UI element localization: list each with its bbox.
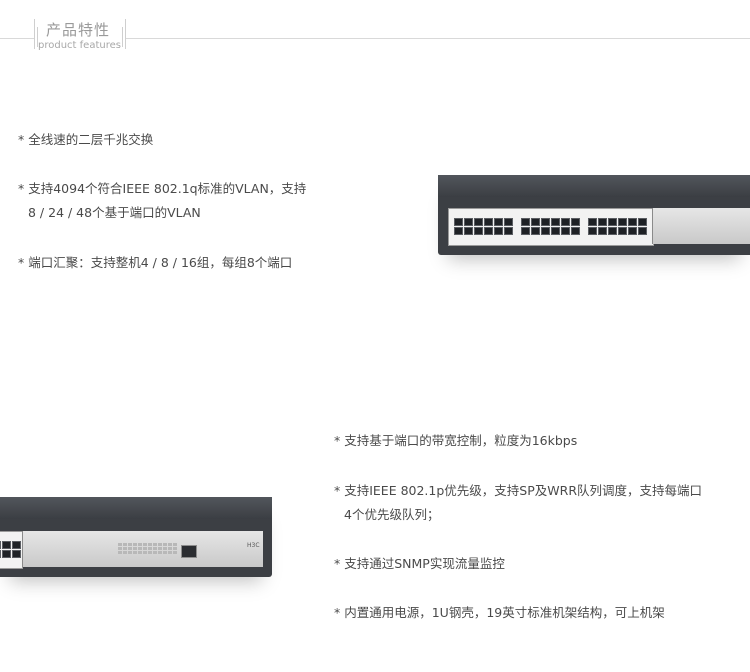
feature-text: * 全线速的二层千兆交换 xyxy=(18,132,154,147)
brand-logo: H3C xyxy=(247,542,260,549)
front-panel: H3C xyxy=(22,531,263,567)
section-title: 产品特性 xyxy=(46,21,111,39)
feature-item: * 支持IEEE 802.1p优先级，支持SP及WRR队列调度，支持每端口 4个… xyxy=(334,479,702,527)
switch-image-bottom: H3C xyxy=(0,497,272,577)
section-header: 产品特性 product features xyxy=(34,19,126,51)
switch-top-cover xyxy=(0,497,272,519)
header-bracket-right xyxy=(122,27,123,47)
feature-text: * 内置通用电源，1U钢壳，19英寸标准机架结构，可上机架 xyxy=(334,605,665,620)
feature-item: * 支持通过SNMP实现流量监控 xyxy=(334,552,505,576)
port-panel xyxy=(448,208,654,246)
feature-text: * 支持基于端口的带宽控制，粒度为16kbps xyxy=(334,433,578,448)
header-divider xyxy=(0,38,750,39)
port-panel xyxy=(0,531,23,569)
feature-text: * 支持通过SNMP实现流量监控 xyxy=(334,556,505,571)
front-panel xyxy=(652,208,750,244)
status-leds xyxy=(118,543,177,554)
feature-text: * 支持4094个符合IEEE 802.1q标准的VLAN，支持 xyxy=(18,181,307,196)
feature-item: * 支持4094个符合IEEE 802.1q标准的VLAN，支持 8 / 24 … xyxy=(18,177,306,225)
feature-text: * 端口汇聚：支持整机4 / 8 / 16组，每组8个端口 xyxy=(18,255,293,270)
feature-item: * 内置通用电源，1U钢壳，19英寸标准机架结构，可上机架 xyxy=(334,601,665,625)
port-group xyxy=(521,218,580,235)
switch-image-top xyxy=(438,175,750,255)
switch-top-cover xyxy=(438,175,750,197)
feature-item: * 全线速的二层千兆交换 xyxy=(18,128,153,152)
feature-item: * 端口汇聚：支持整机4 / 8 / 16组，每组8个端口 xyxy=(18,251,292,275)
port-group xyxy=(588,218,647,235)
console-port xyxy=(181,545,197,558)
header-bracket-left xyxy=(37,27,38,47)
feature-item: * 支持基于端口的带宽控制，粒度为16kbps xyxy=(334,429,577,453)
port-group xyxy=(454,218,513,235)
feature-text-continued: 4个优先级队列； xyxy=(344,507,440,522)
feature-text-continued: 8 / 24 / 48个基于端口的VLAN xyxy=(28,205,201,220)
feature-text: * 支持IEEE 802.1p优先级，支持SP及WRR队列调度，支持每端口 xyxy=(334,483,703,498)
section-subtitle: product features xyxy=(38,40,121,51)
port-group xyxy=(0,541,21,558)
